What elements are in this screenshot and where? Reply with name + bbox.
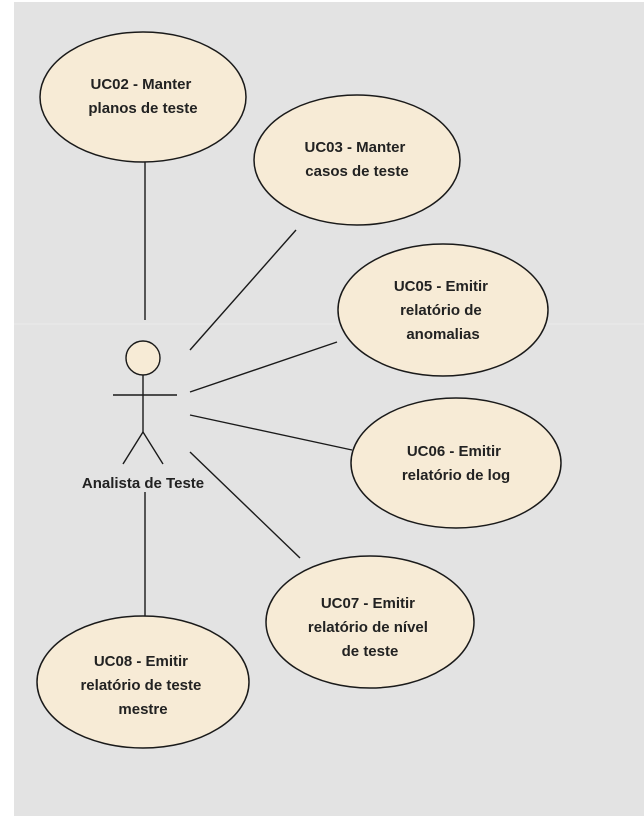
use-case-label: UC07 - Emitir relatório de nível de test… <box>308 595 432 660</box>
use-case-label: UC03 - Manter casos de teste <box>304 139 409 180</box>
use-case-line: UC05 - Emitir <box>394 278 488 295</box>
use-case-line: casos de teste <box>305 163 408 180</box>
use-case-uc02[interactable]: UC02 - Manter planos de teste <box>39 31 247 163</box>
use-case-uc05[interactable]: UC05 - Emitir relatório de anomalias <box>337 243 549 377</box>
use-case-ellipse <box>39 31 247 163</box>
association-uc05 <box>189 341 338 393</box>
use-case-uc03[interactable]: UC03 - Manter casos de teste <box>253 94 461 226</box>
use-case-line: UC08 - Emitir <box>94 653 188 670</box>
use-case-ellipse <box>253 94 461 226</box>
actor-left-leg <box>122 431 144 465</box>
use-case-ellipse <box>350 397 562 529</box>
use-case-label: UC08 - Emitir relatório de teste mestre <box>80 653 205 718</box>
use-case-ellipse <box>337 243 549 377</box>
use-case-ellipse <box>265 555 475 689</box>
use-case-label: UC06 - Emitir relatório de log <box>402 443 510 484</box>
use-case-line: UC07 - Emitir <box>321 595 415 612</box>
use-case-uc06[interactable]: UC06 - Emitir relatório de log <box>350 397 562 529</box>
association-uc07 <box>189 451 301 559</box>
use-case-line: relatório de teste <box>80 677 201 694</box>
actor-head <box>125 340 161 376</box>
use-case-line: mestre <box>118 701 167 718</box>
use-case-ellipse <box>36 615 250 749</box>
use-case-uc07[interactable]: UC07 - Emitir relatório de nível de test… <box>265 555 475 689</box>
use-case-line: anomalias <box>406 326 479 343</box>
association-uc03 <box>189 229 297 351</box>
actor-analista-de-teste[interactable]: Analista de Teste <box>82 340 204 492</box>
use-case-line: relatório de <box>400 302 482 319</box>
use-case-uc08[interactable]: UC08 - Emitir relatório de teste mestre <box>36 615 250 749</box>
use-case-line: relatório de nível <box>308 619 428 636</box>
use-case-label: UC05 - Emitir relatório de anomalias <box>394 278 492 343</box>
use-case-line: UC06 - Emitir <box>407 443 501 460</box>
use-case-line: planos de teste <box>88 100 197 117</box>
use-case-line: de teste <box>342 643 399 660</box>
use-case-line: UC02 - Manter <box>90 76 191 93</box>
actor-right-leg <box>142 431 164 465</box>
use-case-label: UC02 - Manter planos de teste <box>88 76 197 117</box>
actor-label: Analista de Teste <box>82 475 204 492</box>
associations <box>144 162 353 618</box>
use-case-line: relatório de log <box>402 467 510 484</box>
use-case-line: UC03 - Manter <box>304 139 405 156</box>
association-uc06 <box>189 414 353 451</box>
